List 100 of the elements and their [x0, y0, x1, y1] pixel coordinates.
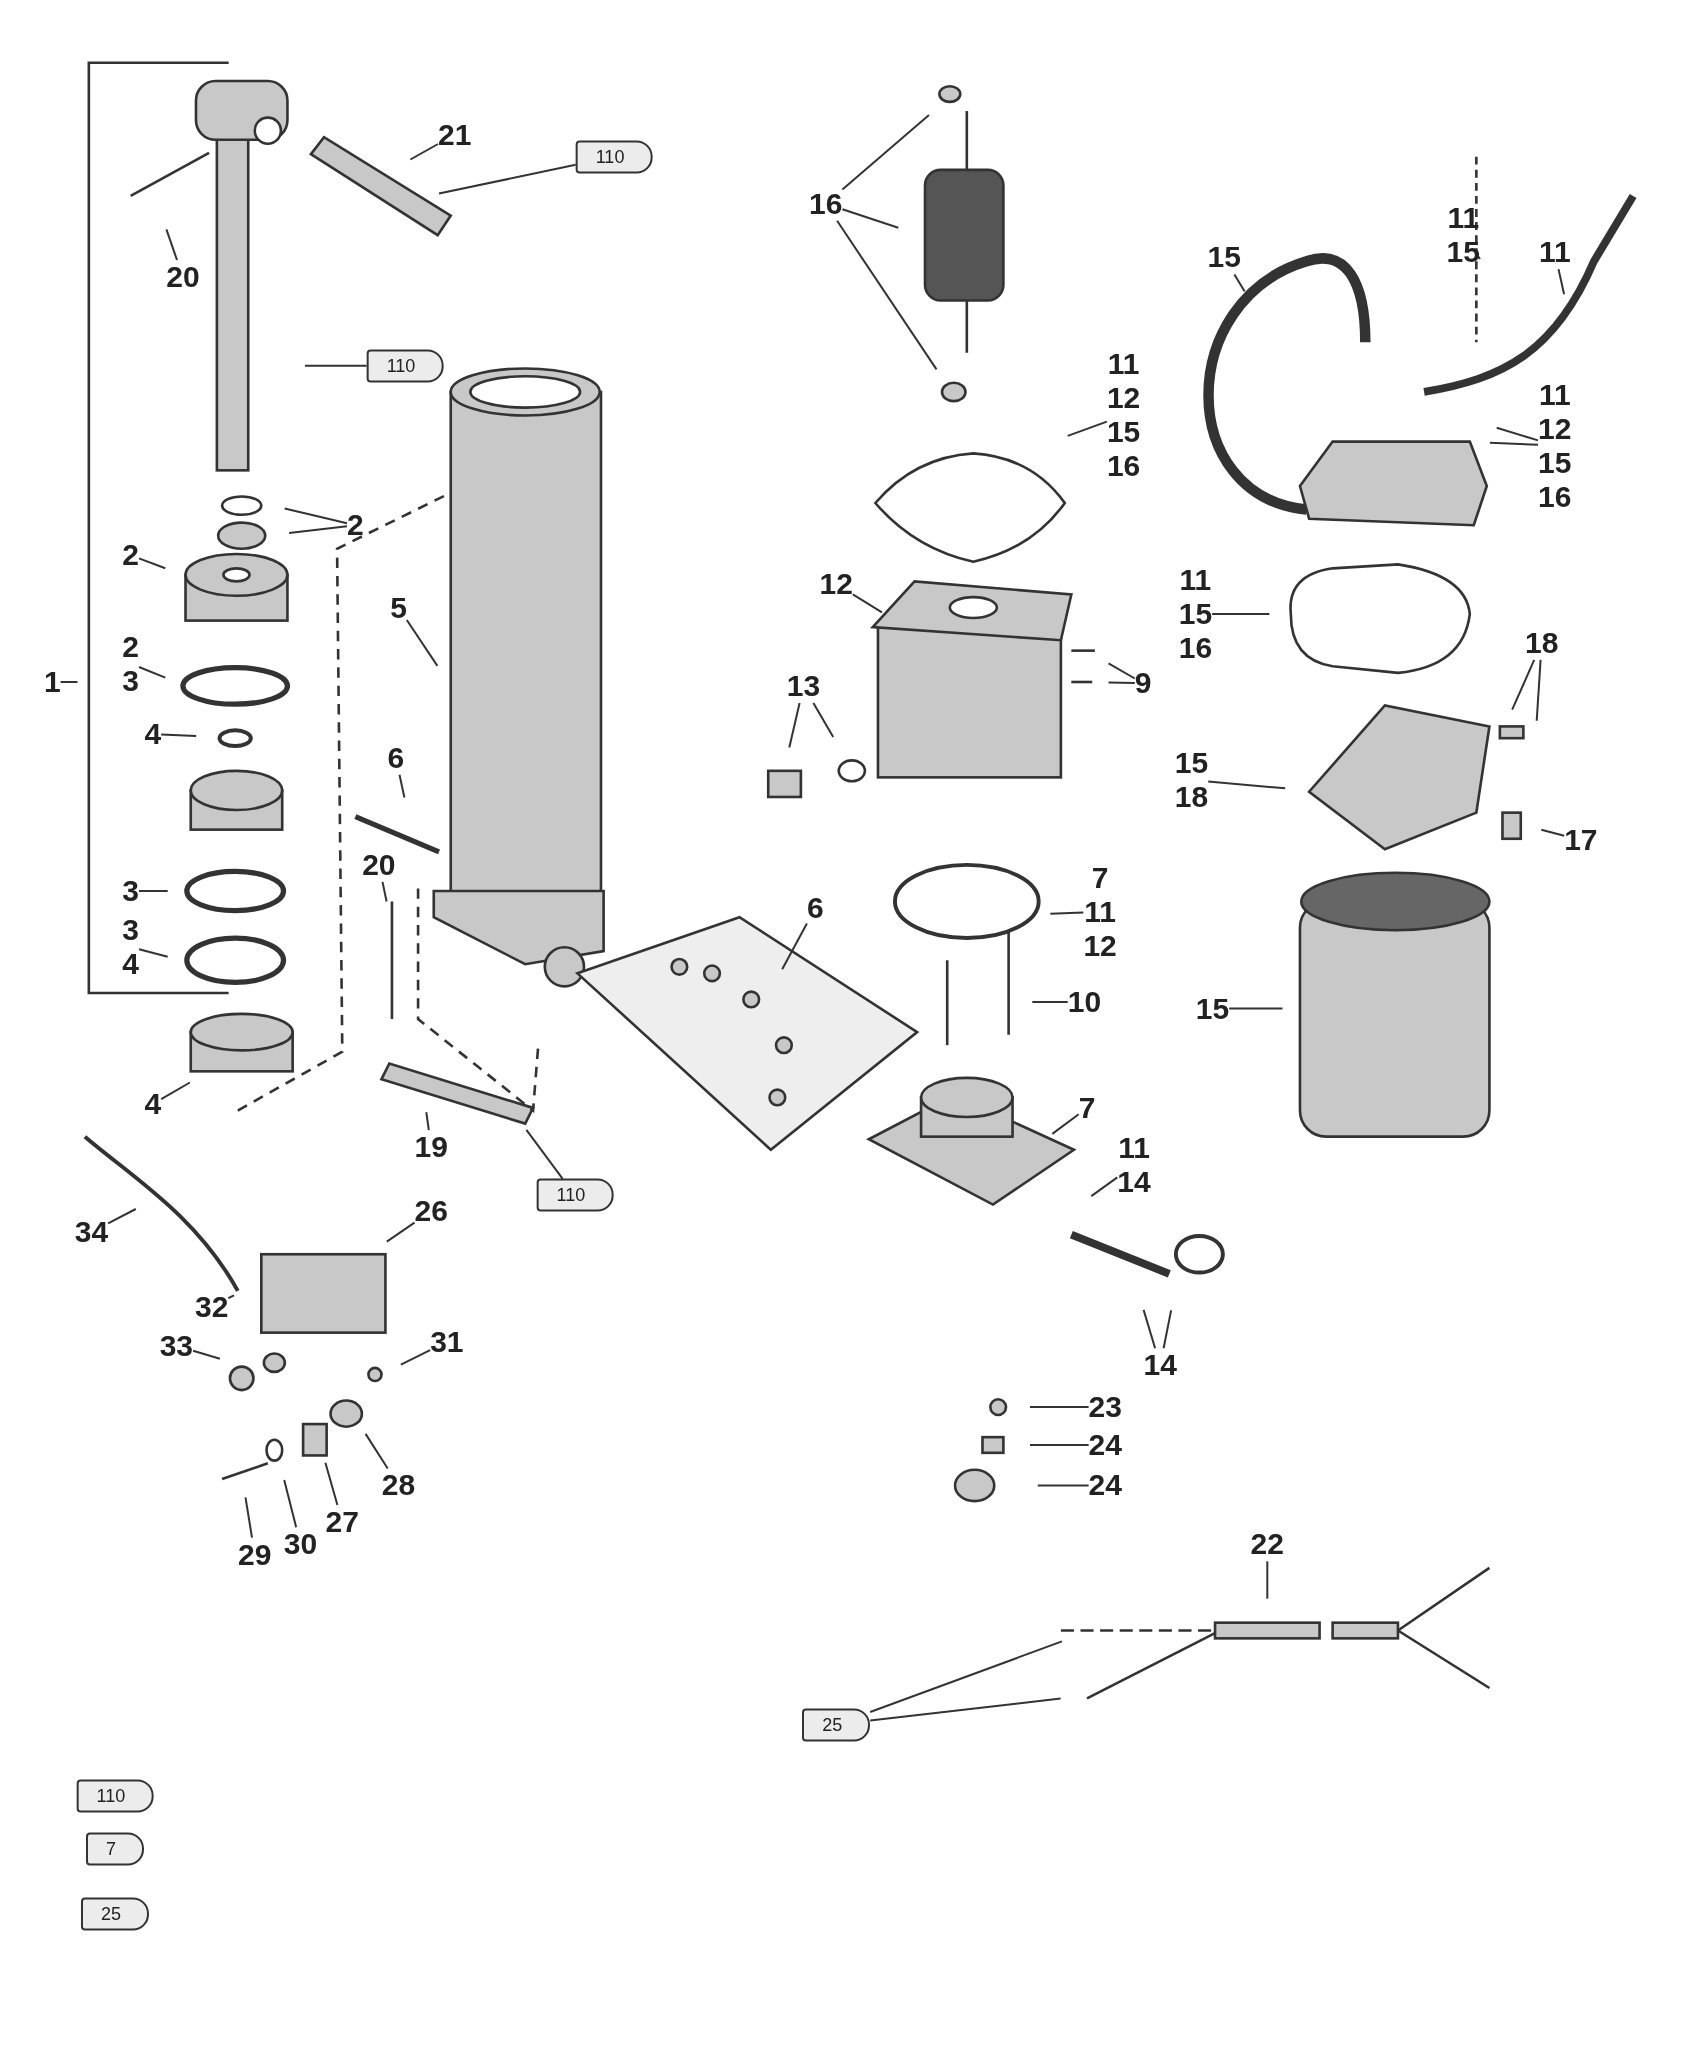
leader-line — [812, 701, 835, 738]
leader-line — [525, 1128, 564, 1180]
leader-line — [283, 1479, 298, 1529]
leader-line — [288, 525, 348, 534]
leader-line — [192, 1349, 221, 1360]
callout-number: 16 — [1538, 479, 1572, 514]
callout-number: 12 — [1538, 411, 1572, 446]
callout-number: 12 — [1106, 381, 1141, 416]
callout-number: 4 — [122, 947, 139, 982]
callout-number: 24 — [1088, 1468, 1122, 1503]
leader-line — [399, 1349, 432, 1366]
leader-line — [1029, 1406, 1090, 1409]
leader-line — [788, 701, 801, 749]
leader-line — [138, 948, 169, 958]
leader-line — [364, 1432, 389, 1470]
leader-line — [841, 113, 930, 191]
callout-number: 2 — [122, 538, 139, 573]
callout-number: 14 — [1143, 1348, 1177, 1383]
callout-number: 11 — [1447, 201, 1480, 236]
callout-number: 19 — [414, 1130, 448, 1165]
callout-number: 20 — [166, 259, 200, 294]
callout-number: 18 — [1174, 779, 1209, 814]
callout-number: 24 — [1088, 1428, 1122, 1462]
leader-line — [1557, 268, 1566, 296]
leader-line — [438, 163, 577, 195]
leader-line — [1266, 1560, 1269, 1600]
callout-number: 12 — [819, 567, 853, 601]
leader-line — [405, 619, 439, 667]
callout-number: 15 — [1207, 240, 1241, 275]
leader-line — [1090, 1176, 1119, 1198]
leader-line — [324, 1461, 339, 1507]
callout-number: 17 — [1564, 823, 1598, 858]
callout-number: 15 — [1106, 415, 1141, 450]
sealant-tube: 25 — [80, 1897, 149, 1931]
callout-number: 26 — [414, 1194, 448, 1229]
callout-number: 18 — [1524, 625, 1559, 660]
leader-line — [283, 507, 348, 525]
leader-line — [138, 890, 169, 892]
leader-line — [1051, 1113, 1080, 1135]
leader-line — [1228, 1007, 1284, 1010]
callout-number: 3 — [122, 913, 139, 948]
callout-number: 34 — [74, 1215, 109, 1249]
callout-number: 2 — [122, 629, 139, 664]
callout-number: 21 — [437, 117, 472, 152]
callout-number: 27 — [325, 1505, 359, 1540]
callout-number: 3 — [122, 663, 139, 698]
leader-line — [138, 666, 167, 679]
callout-number: 33 — [159, 1328, 194, 1363]
sealant-tube: 110 — [366, 349, 444, 383]
leader-line — [1162, 1309, 1173, 1350]
callout-number: 14 — [1117, 1165, 1151, 1200]
callout-number: 11 — [1084, 894, 1116, 929]
callout-number: 1 — [43, 665, 61, 699]
sealant-tube: 110 — [575, 140, 653, 174]
callout-number: 32 — [194, 1289, 229, 1324]
callout-number: 11 — [1179, 563, 1212, 598]
leader-line — [1535, 658, 1542, 722]
callout-number: 15 — [1178, 597, 1213, 632]
leader-line — [1540, 828, 1566, 837]
callout-number: 30 — [283, 1527, 318, 1562]
leader-line — [385, 1221, 416, 1243]
callout-number: 11 — [1107, 347, 1140, 382]
leader-line — [244, 1496, 253, 1539]
callout-number: 11 — [1538, 377, 1571, 412]
callout-number: 4 — [144, 1087, 162, 1121]
callout-number: 15 — [1446, 235, 1480, 270]
leader-line — [425, 1111, 430, 1132]
callout-number: 23 — [1088, 1390, 1122, 1425]
leader-line — [1207, 780, 1287, 790]
callout-number: 22 — [1250, 1527, 1284, 1562]
leader-line — [1142, 1308, 1157, 1350]
leader-line — [1211, 613, 1271, 616]
callout-number: 7 — [1078, 1090, 1096, 1125]
leader-line — [227, 1294, 235, 1300]
sealant-tube: 25 — [802, 1708, 871, 1742]
leader-line — [1029, 1444, 1090, 1446]
leader-line — [138, 557, 167, 570]
leader-line — [1495, 426, 1539, 442]
leader-line — [160, 733, 198, 737]
callout-number: 3 — [122, 874, 139, 909]
sealant-tube: 110 — [536, 1178, 614, 1212]
leader-line — [851, 593, 883, 614]
leader-line — [59, 681, 79, 683]
callout-number: 15 — [1174, 745, 1209, 780]
callout-number: 15 — [1538, 445, 1572, 480]
callout-number: 10 — [1067, 985, 1102, 1020]
leader-line — [1488, 441, 1539, 446]
callout-number: 9 — [1134, 666, 1152, 701]
leader-line — [781, 922, 808, 971]
leader-line — [381, 880, 388, 903]
callout-number: 4 — [144, 717, 162, 752]
callout-number: 7 — [1091, 860, 1109, 895]
leader-line — [303, 364, 368, 367]
callout-number: 16 — [1178, 631, 1213, 666]
sealant-tube: 110 — [76, 1779, 154, 1813]
callout-number: 5 — [390, 590, 407, 625]
callout-number: 15 — [1195, 991, 1230, 1026]
leader-line — [869, 1697, 1062, 1722]
leader-line — [1107, 681, 1136, 685]
leader-line — [1036, 1484, 1090, 1487]
